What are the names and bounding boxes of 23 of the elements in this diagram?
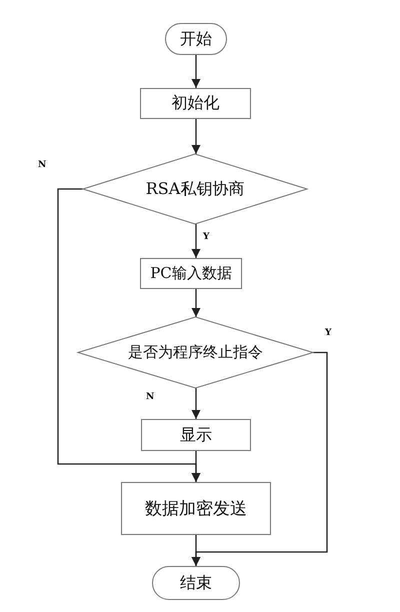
- node-text: 显示: [180, 424, 212, 446]
- node-text: 开始: [180, 28, 212, 50]
- node-text: PC输入数据: [150, 264, 232, 283]
- arrow: [192, 55, 200, 88]
- arrow: [192, 451, 200, 482]
- node-text: 数据加密发送: [145, 498, 247, 520]
- node-text: 是否为程序终止指令: [128, 343, 263, 362]
- decision-diamond: [78, 317, 313, 388]
- node-text: 结束: [180, 572, 212, 594]
- terminal-shape: [165, 23, 227, 55]
- arrow: [192, 535, 200, 566]
- process-box: [141, 419, 251, 451]
- process-box: [140, 88, 251, 119]
- node-text: RSA私钥协商: [146, 178, 244, 200]
- terminal-shape: [152, 566, 240, 600]
- node-text: 初始化: [172, 93, 220, 114]
- arrow: [192, 289, 200, 317]
- process-box: [121, 482, 271, 535]
- arrow: [192, 224, 200, 258]
- process-box: [140, 258, 242, 289]
- arrow: [192, 119, 200, 154]
- arrow: [192, 388, 200, 419]
- decision-diamond: [83, 154, 307, 224]
